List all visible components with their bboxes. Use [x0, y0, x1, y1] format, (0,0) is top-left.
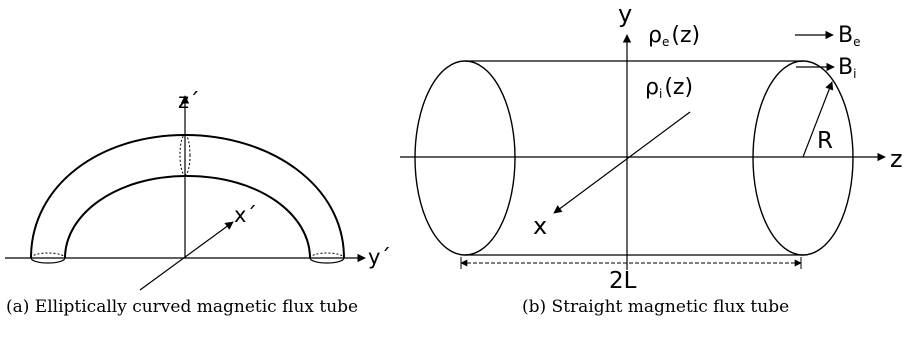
y-prime-label: y´ [368, 245, 391, 269]
b-i-label: Bi [838, 55, 856, 81]
rho-i-label: ρi(z) [645, 75, 693, 101]
x-axis [553, 111, 691, 214]
x-prime-axis [139, 221, 234, 291]
radius-label: R [817, 128, 833, 154]
rho-e-label: ρe(z) [648, 23, 700, 49]
radius-arrow [802, 81, 834, 158]
length-label: 2L [609, 268, 637, 294]
apex-cross-section [179, 134, 191, 176]
tube-outer-arc [30, 133, 345, 259]
right-footpoint [309, 252, 345, 264]
panel-b-diagram: y z x R 2L ρe(z) ρi(z) Be Bi [400, 0, 903, 294]
tube-inner-arc [64, 174, 311, 259]
b-e-label: Be [838, 23, 860, 49]
panel-a-diagram: z´ x´ y´ [5, 89, 391, 291]
left-footpoint [30, 252, 66, 264]
cylinder-left-end [414, 60, 516, 256]
z-prime-label: z´ [178, 89, 200, 113]
y-label: y [618, 0, 632, 28]
x-prime-label: x´ [234, 203, 257, 227]
x-label: x [533, 212, 547, 240]
caption-panel-a: (a) Elliptically curved magnetic flux tu… [6, 297, 359, 317]
cylinder-right-end [752, 60, 854, 256]
z-label: z [890, 145, 903, 173]
caption-panel-b: (b) Straight magnetic flux tube [522, 297, 790, 317]
